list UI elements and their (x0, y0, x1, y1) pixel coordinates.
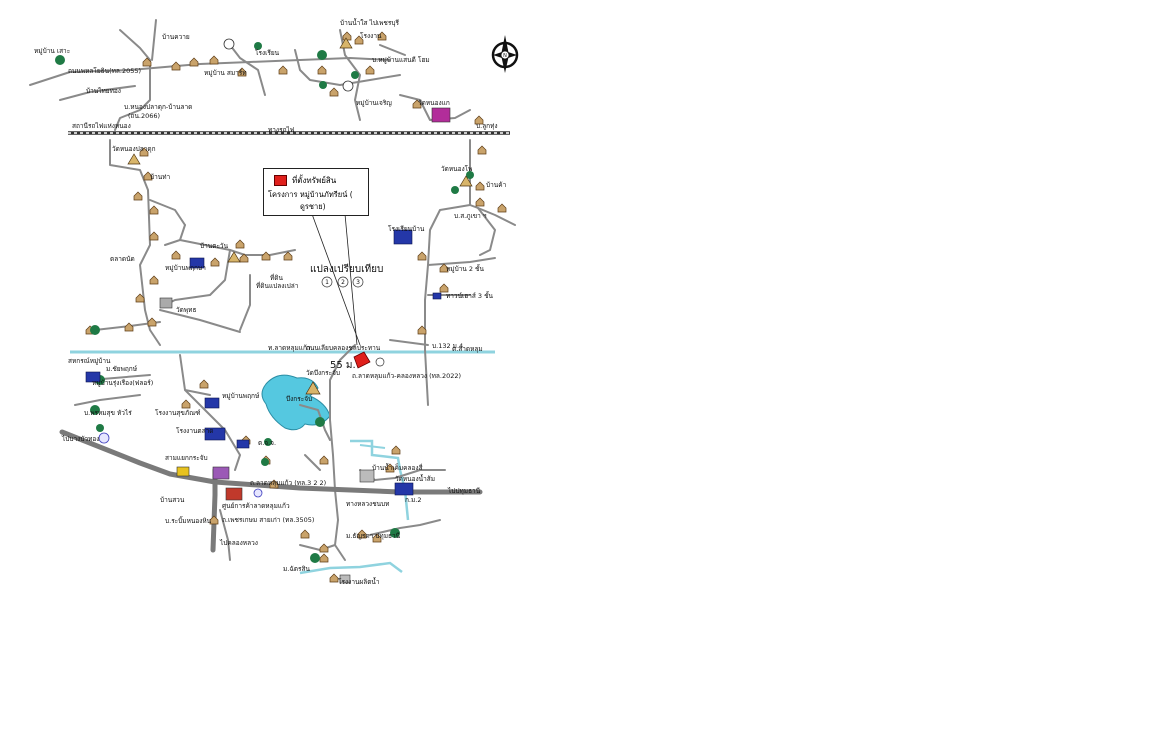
label-market: ตลาดนัด (110, 255, 135, 263)
label-to-city: ไปปทุมธานี (448, 487, 481, 495)
comparison-lot-2: 2 (341, 279, 345, 286)
legend-project-line2: ดูรชาย) (300, 202, 326, 211)
label-sta-rotfai: สถานีรถไฟแห่งหนอง (72, 122, 131, 130)
landmark-icons (98, 38, 451, 584)
house-icons (85, 31, 507, 583)
label-to-right: ไปคลองหลวง (220, 539, 258, 547)
label-hmb-charoen: หมู่บ้านเจริญ (356, 99, 392, 107)
subject-site-marker (353, 351, 385, 369)
label-comparison-lots: แปลงเปรียบเทียบ (310, 264, 384, 275)
label-ban-khwai: บ้านควาย (162, 33, 190, 41)
label-ban-thai: บ้านไทยทอง (86, 87, 121, 95)
label-km: ก.ม.2 (405, 496, 422, 504)
label-rail-b: บ.ลูกทุ่ง (476, 122, 498, 130)
label-ban-tha: บ้านท่า (150, 173, 171, 181)
label-dist-right: ต.ลาดหลุม (452, 345, 483, 353)
label-bueng: บึงกระจับ (286, 395, 313, 403)
label-ban-right1: บ้านค้า (486, 181, 507, 189)
label-ban-left2: ม.ชัยพฤกษ์ (106, 365, 138, 373)
label-dist-left: ท.ลาดหลุมแก้ว (268, 344, 311, 352)
label-road-3: ถ.เพชรเกษม สายเก่า (ทล.3505) (222, 516, 315, 524)
label-school-right: โรงเรียนบ้าน (388, 225, 425, 233)
label-ban-bottom4: ม.ธัญรดา ปทุมธานี (346, 532, 401, 540)
comparison-lot-3: 3 (356, 279, 360, 286)
label-nong-pla: บ.หนองปลาดุก-บ้านลาด (124, 103, 193, 111)
building-icons (85, 229, 442, 496)
comparison-lot-1: 1 (325, 279, 329, 286)
label-ban-bottom3: ม.ฉัตรสิน (283, 565, 310, 573)
label-ban-top-r: บ้านน้ำใส ไปเพชรบุรี (340, 19, 399, 27)
label-wat-top: วัดหนองแก (418, 99, 450, 107)
subject-site-swatch (274, 175, 287, 186)
label-ban-bottom5: โรงงานผลิตน้ำ (338, 578, 380, 586)
temple-icons (127, 37, 473, 395)
label-chan: ต.จ.จ. (258, 439, 277, 447)
label-site-distance: 55 ม. (330, 360, 356, 371)
comparison-lot-markers (321, 276, 364, 288)
label-ban-right3: หมู่บ้าน 2 ชั้น (446, 265, 484, 273)
label-ban-right2: บ.ส.ภูเขา ฯ (454, 212, 487, 220)
label-tee-din: ที่ดิน (270, 274, 283, 282)
label-wat-nongpla: วัดหนองปลาดุก (112, 145, 156, 153)
label-hmb-r3: โรงงานตลาด (176, 427, 214, 435)
label-rong-phaya: ศูนย์การค้าลาดหลุมแก้ว (222, 502, 290, 510)
label-road-lat: ถนนพหลโยธิน(ทล.2055) (68, 67, 142, 75)
label-to-left: ไปบางบัวทอง (62, 435, 100, 443)
label-hmb-left: หมู่บ้านพฤกษา (165, 264, 206, 272)
label-hmb-sa: หมู่บ้าน สมาร์ท (204, 69, 247, 77)
label-ban-bottom2: บ้านสวน (160, 496, 185, 504)
legend-project-line1: โครงการ หมู่บ้านภัทรียน์ ( (268, 190, 353, 199)
label-tee-din2: ที่ดินแปลงเปล่า (256, 282, 299, 290)
label-tawan: บ้านตะวัน (200, 242, 229, 250)
north-arrow-icon: N (491, 35, 519, 73)
legend-symbol-label: ที่ตั้งทรัพย์สิน (292, 176, 337, 185)
label-ban-right4: ทาวน์เฮาส์ 3 ชั้น (446, 292, 493, 300)
label-khana: (ถน.2066) (128, 112, 161, 120)
label-school-top: โรงเรียน (255, 49, 280, 57)
label-hmb-r2: โรงงานสุขภัณฑ์ (155, 409, 201, 417)
label-site-road: ถ.ลาดหลุมแก้ว-คลองหลวง (ทล.2022) (352, 372, 462, 380)
label-main-road: ถ.ลาดหลุมแก้ว (ทล.3 2 2) (250, 479, 327, 487)
label-ban-left4: บ.พรหมสุข หัวไร่ (84, 409, 132, 417)
label-rong-rian-top: โรงงาน (360, 32, 382, 40)
label-ban-left3: หมู่บ้านรุ่งเรือง(ฟลอร์) (92, 379, 154, 387)
label-rail-a: ทางรถไฟ (268, 126, 295, 134)
label-market-sam: สามแยกกระจับ (165, 454, 208, 462)
label-v-sao: หมู่บ้าน เสาะ (34, 47, 71, 55)
label-ban-canal: บ้านน้ำเค็มคลองสี่ (372, 464, 423, 472)
leader-lines (311, 213, 361, 346)
label-hmb-r: หมู่บ้านพฤกษ์ (222, 392, 260, 400)
north-letter: N (503, 53, 507, 59)
label-nong-sam: ทางหลวงชนบท (346, 500, 390, 508)
label-wat-bueng: วัดบึงกระจับ (306, 369, 341, 377)
label-ban-bottom1: บ.ระบิ้มหนองหิน (165, 517, 212, 525)
label-wat-l2: วัดหนองน้ำส้ม (395, 475, 436, 483)
highways (59, 429, 483, 553)
label-dist-road: ถนนเลียบคลองชลประทาน (306, 344, 381, 352)
label-ban-left1: สหกรณ์หมู่บ้าน (68, 357, 111, 365)
label-wat-right: วัดหนองโพ (441, 165, 473, 173)
label-ban-right5: บ.132 ม.4 (432, 342, 464, 350)
legend-box: ที่ตั้งทรัพย์สิน โครงการ หมู่บ้านภัทรียน… (263, 168, 369, 216)
label-phuttha: วัดพุทธ (176, 306, 197, 314)
label-hmb-mo: บ.หมู่บ้านแสนดี โฮม (372, 56, 430, 64)
